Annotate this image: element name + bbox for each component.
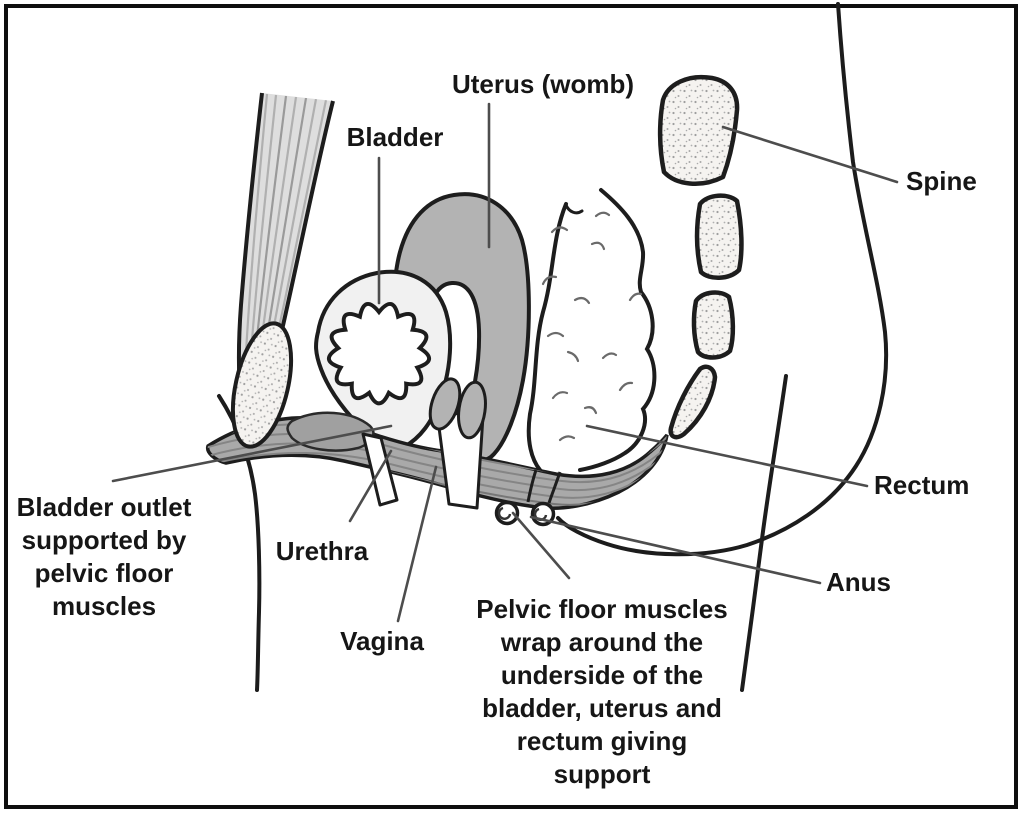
leader-spine: [721, 125, 899, 184]
leader-anus: [529, 515, 822, 585]
label-vagina: Vagina: [340, 626, 424, 656]
rectum-outline-left: [526, 202, 568, 472]
label-bladder-outlet: Bladder outlet supported by pelvic floor…: [16, 492, 192, 621]
anus-rings: [494, 500, 556, 527]
anal-canal-line-left: [526, 469, 538, 503]
rectum-texture: [541, 211, 643, 442]
leader-urethra: [348, 449, 393, 523]
body-back-outline: [556, 2, 889, 557]
label-spine: Spine: [906, 166, 977, 196]
label-bladder: Bladder: [346, 122, 444, 152]
label-pelvic-floor-muscles: Pelvic floor muscles wrap around the und…: [476, 594, 728, 789]
leader-pelvic-floor: [511, 511, 571, 580]
leader-bladder-outlet: [111, 424, 393, 483]
bladder-lining: [326, 302, 432, 406]
rectum-shape: [526, 188, 657, 472]
vertebra-3: [691, 290, 736, 360]
vertebra-2: [694, 193, 744, 280]
label-rectum: Rectum: [874, 470, 970, 500]
leader-rectum: [585, 424, 869, 488]
rectum-outline-right: [578, 188, 657, 472]
cervix-lobe-left: [428, 377, 462, 431]
figure-border: [4, 4, 1018, 809]
pubic-bone: [230, 321, 294, 449]
leader-vagina: [396, 465, 438, 623]
anal-canal: [526, 469, 562, 504]
label-anus: Anus: [826, 567, 891, 597]
cervix-lobe-right: [457, 380, 487, 440]
label-uterus: Uterus (womb): [452, 69, 634, 99]
buttock-crease-line: [740, 374, 788, 692]
anal-canal-line-right: [547, 471, 562, 504]
vertebra-1: [657, 74, 740, 186]
label-urethra: Urethra: [275, 536, 369, 566]
bladder-group: [314, 269, 453, 453]
tailbone: [668, 364, 718, 440]
